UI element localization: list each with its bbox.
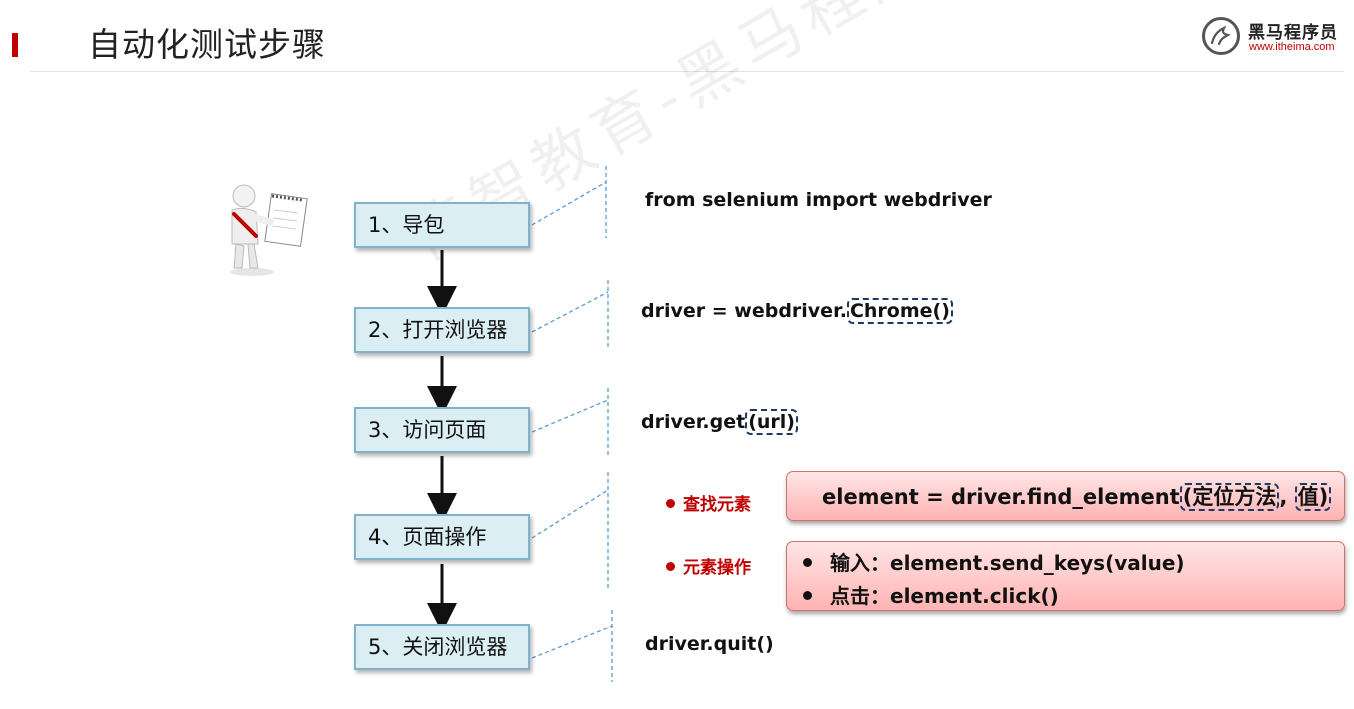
logo-name: 黑马程序员	[1248, 23, 1338, 43]
logo-url: www.itheima.com	[1249, 41, 1335, 53]
horse-logo-icon	[1202, 17, 1240, 55]
find-prefix: element = driver.find_element	[822, 485, 1180, 509]
step-page-operation: 4、页面操作	[354, 514, 530, 560]
find-arg-locator: (定位方法	[1179, 483, 1280, 511]
input-line-text: 输入：element.send_keys(value)	[830, 551, 1185, 575]
person-with-notepad-icon	[230, 184, 308, 276]
click-line: 点击：element.click()	[803, 580, 1059, 609]
red-bullet-icon	[666, 561, 675, 571]
find-element-box: element = driver.find_element(定位方法, 值)	[786, 471, 1345, 521]
code-get-prefix: driver.get	[641, 411, 746, 433]
code-get-arg: (url)	[745, 409, 798, 435]
element-ops-label-text: 元素操作	[683, 558, 751, 578]
element-ops-label: 元素操作	[666, 553, 751, 578]
page-title: 自动化测试步骤	[88, 25, 326, 64]
header-divider	[30, 71, 1344, 72]
step-visit-page: 3、访问页面	[354, 407, 530, 453]
step-open-browser: 2、打开浏览器	[354, 307, 530, 353]
code-quit: driver.quit()	[645, 633, 774, 655]
click-line-text: 点击：element.click()	[830, 584, 1059, 608]
code-import: from selenium import webdriver	[645, 189, 992, 211]
black-bullet-icon	[803, 591, 812, 600]
black-bullet-icon	[803, 558, 812, 567]
step-import: 1、导包	[354, 202, 530, 248]
brand-logo: 黑马程序员 www.itheima.com	[1200, 14, 1345, 60]
title-marker	[12, 33, 18, 57]
find-element-label: 查找元素	[666, 490, 751, 515]
code-driver-class: Chrome()	[846, 298, 953, 324]
code-visit-page: driver.get(url)	[641, 409, 798, 435]
code-open-browser: driver = webdriver.Chrome()	[641, 298, 953, 324]
find-element-label-text: 查找元素	[683, 495, 751, 515]
find-element-code: element = driver.find_element(定位方法, 值)	[822, 481, 1332, 511]
code-driver-prefix: driver = webdriver.	[641, 300, 847, 322]
red-bullet-icon	[666, 498, 675, 508]
find-arg-value: 值)	[1294, 483, 1332, 511]
input-line: 输入：element.send_keys(value)	[803, 547, 1185, 576]
step-close-browser: 5、关闭浏览器	[354, 624, 530, 670]
element-ops-box: 输入：element.send_keys(value) 点击：element.c…	[786, 541, 1345, 611]
find-sep: ,	[1279, 485, 1295, 509]
